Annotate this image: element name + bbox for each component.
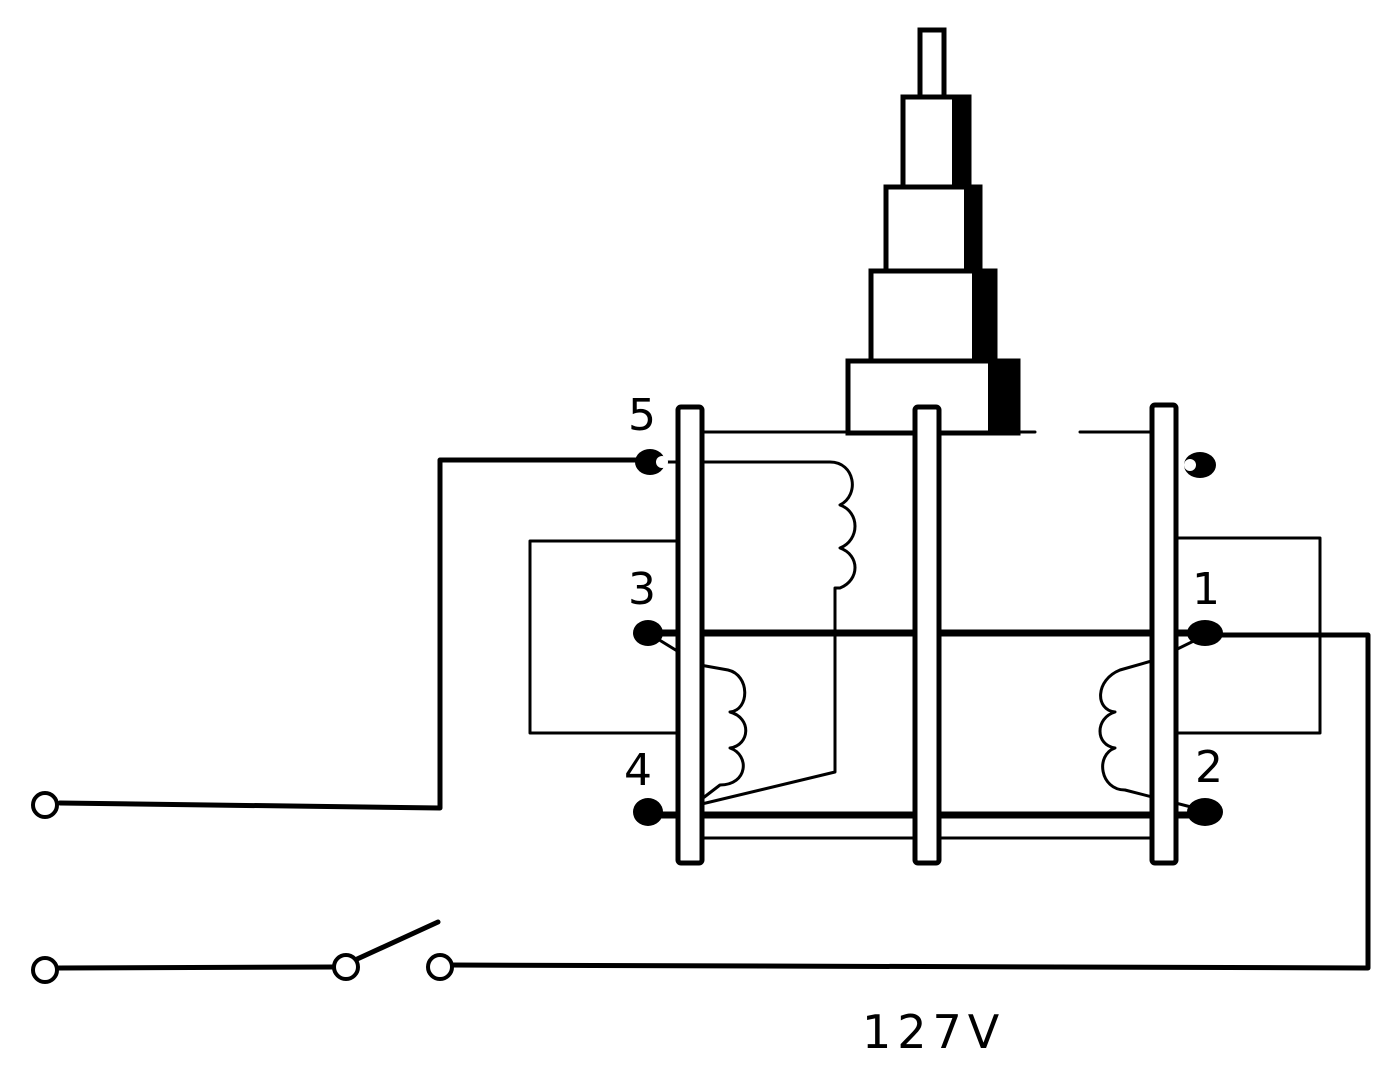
terminal-1-lug (1187, 620, 1223, 646)
switch-contact-terminal (426, 953, 454, 981)
stepped-pulley (845, 27, 1021, 436)
right-frame-bar (1149, 402, 1179, 866)
feed-wire-5 (57, 457, 653, 811)
terminal-3-lug (633, 620, 663, 646)
supply-voltage-label: 127V (862, 1005, 1005, 1059)
supply-terminal-bottom[interactable] (31, 956, 59, 984)
left-frame-bar (675, 404, 705, 866)
terminal-2-lug (1187, 798, 1223, 826)
coil-5-winding (648, 460, 857, 810)
coil-3-4-winding (646, 631, 748, 810)
terminal-3-label: 3 (628, 564, 656, 615)
switch-pivot-terminal (332, 953, 360, 981)
coil-1-2-winding (1098, 631, 1212, 810)
terminal-right-top-lug (1184, 452, 1216, 478)
return-wire (447, 632, 1371, 971)
terminal-1-label: 1 (1192, 564, 1220, 615)
terminal-4-label: 4 (624, 745, 652, 796)
terminal-2-label: 2 (1195, 742, 1223, 793)
supply-terminal-top[interactable] (31, 791, 59, 819)
terminal-5-label: 5 (628, 390, 656, 441)
switch-blade[interactable] (352, 919, 441, 963)
center-frame-bar (912, 404, 942, 866)
switch-line (55, 964, 338, 971)
terminal-4-lug (633, 798, 663, 826)
left-loop-conductor (528, 539, 682, 735)
